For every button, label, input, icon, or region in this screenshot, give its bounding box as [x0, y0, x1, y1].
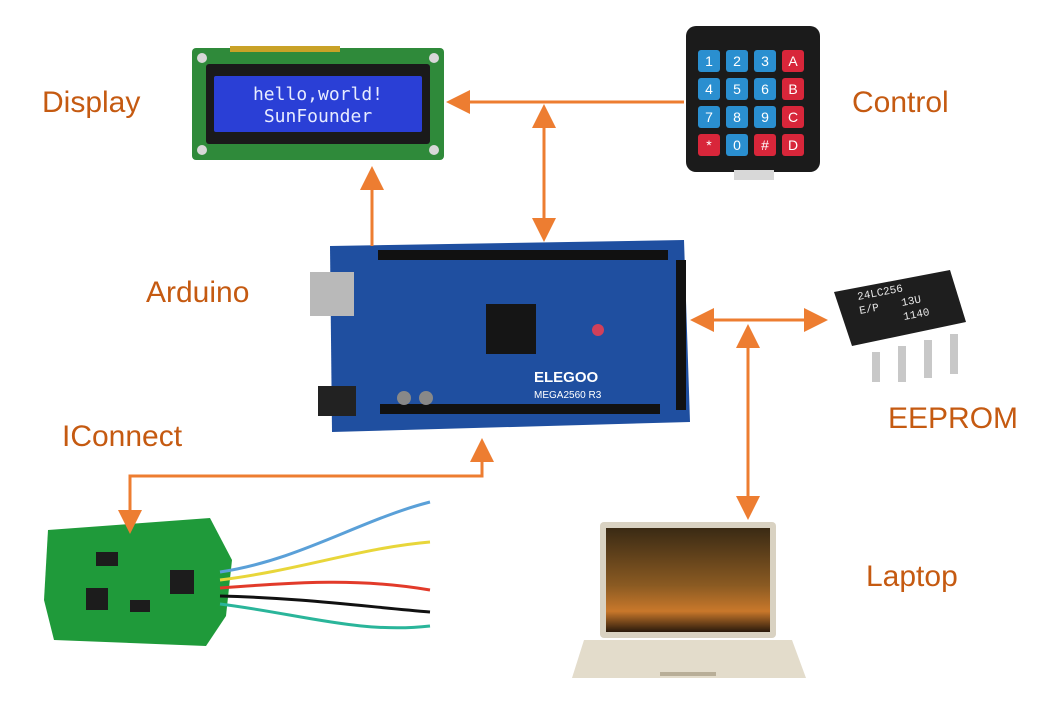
mcu-chip [486, 304, 536, 354]
chip-body [834, 270, 966, 346]
pcb-chip [96, 552, 118, 566]
reset-button [592, 324, 604, 336]
keypad-key [754, 106, 776, 128]
eeprom-chip: 24LC256 E/P 13U 1140 [834, 270, 966, 382]
display-label: Display [42, 86, 141, 119]
capacitor [419, 391, 433, 405]
keypad-key-label: 7 [705, 109, 713, 125]
wire-black [219, 594, 431, 614]
arduino-board: ELEGOO MEGA2560 R3 [310, 240, 690, 432]
keypad-key [782, 134, 804, 156]
wire-green [219, 602, 431, 630]
keypad-key-label: 8 [733, 109, 741, 125]
keypad-key [698, 50, 720, 72]
keypad: 1 2 3 A 4 5 6 B 7 8 9 C * 0 # D [686, 26, 820, 180]
keypad-key-label: 1 [705, 53, 713, 69]
laptop-screen [606, 528, 770, 632]
chip-line-3: 13U [900, 294, 922, 310]
header-top [378, 250, 668, 260]
keypad-key-label: A [788, 53, 798, 69]
keypad-key [698, 134, 720, 156]
board-model: MEGA2560 R3 [534, 390, 602, 401]
iconnect-pcb [44, 518, 232, 646]
lcd-header-pins [230, 46, 340, 52]
lcd-mount-hole [197, 145, 207, 155]
keypad-key-label: * [706, 137, 712, 153]
keypad-key-label: 3 [761, 53, 769, 69]
keypad-key-label: 0 [733, 137, 741, 153]
connections [118, 90, 828, 534]
pcb-chip [86, 588, 108, 610]
eeprom-label: EEPROM [888, 402, 1019, 435]
keypad-key [698, 106, 720, 128]
usb-connector [310, 272, 354, 316]
chip-pin [872, 352, 880, 382]
chip-pin [924, 340, 932, 378]
wire-red [219, 580, 431, 592]
keypad-key [726, 50, 748, 72]
lcd-line-2: SunFounder [264, 106, 373, 127]
keypad-key [782, 78, 804, 100]
chip-line-4: 1140 [902, 307, 930, 324]
lcd-mount-hole [197, 53, 207, 63]
keypad-connector [734, 170, 774, 180]
wire-yellow [219, 540, 431, 582]
laptop [572, 522, 806, 678]
keypad-key-label: D [788, 137, 798, 153]
keypad-key-label: C [788, 109, 798, 125]
chip-pin [950, 334, 958, 374]
keypad-key [726, 78, 748, 100]
laptop-base [572, 640, 806, 678]
control-label: Control [852, 86, 949, 119]
laptop-trackpad-edge [660, 672, 716, 676]
lcd-module: hello,world! SunFounder [192, 46, 444, 160]
header-right [676, 260, 686, 410]
iconnect-board [44, 500, 431, 646]
arrow-iconnect-arduino [118, 438, 494, 534]
chip-pin [898, 346, 906, 382]
keypad-key [726, 134, 748, 156]
keypad-key-label: 2 [733, 53, 741, 69]
lcd-line-1: hello,world! [253, 84, 383, 105]
laptop-label: Laptop [866, 560, 958, 593]
lcd-screen [214, 76, 422, 132]
board-brand: ELEGOO [534, 369, 599, 386]
chip-line-2: E/P [858, 302, 880, 318]
keypad-key [754, 50, 776, 72]
keypad-key [782, 106, 804, 128]
pcb-chip [130, 600, 150, 612]
power-jack [318, 386, 356, 416]
capacitor [397, 391, 411, 405]
keypad-key [698, 78, 720, 100]
keypad-key-label: 4 [705, 81, 713, 97]
keypad-key [754, 134, 776, 156]
lcd-mount-hole [429, 53, 439, 63]
lcd-mount-hole [429, 145, 439, 155]
keypad-key-label: B [788, 81, 797, 97]
keypad-key-label: 6 [761, 81, 769, 97]
keypad-key [754, 78, 776, 100]
arduino-label: Arduino [146, 276, 250, 309]
keypad-key-label: 9 [761, 109, 769, 125]
pcb-chip [170, 570, 194, 594]
keypad-key-label: 5 [733, 81, 741, 97]
header-bottom [380, 404, 660, 414]
keypad-key-label: # [761, 137, 769, 153]
keypad-key [782, 50, 804, 72]
keypad-key [726, 106, 748, 128]
